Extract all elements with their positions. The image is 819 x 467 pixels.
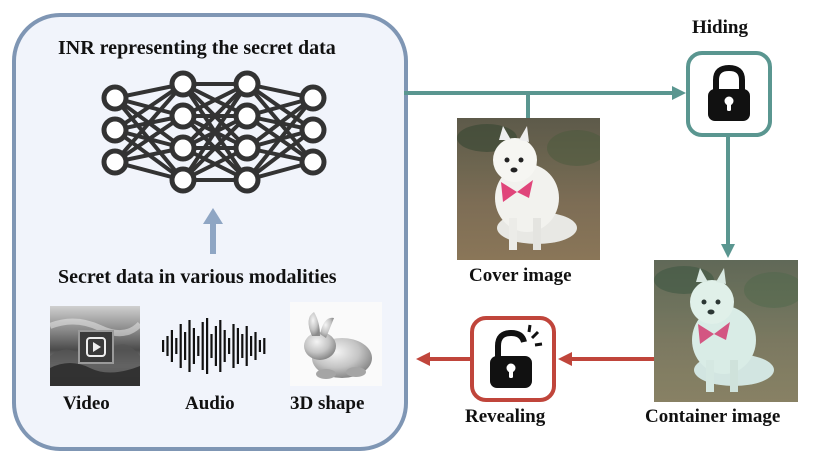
waveform-bar xyxy=(245,326,248,366)
cover-image xyxy=(457,118,600,260)
network-node xyxy=(101,148,129,176)
video-thumbnail xyxy=(50,306,140,386)
modalities-heading: Secret data in various modalities xyxy=(58,266,337,288)
waveform-icon xyxy=(162,318,266,374)
network-edge xyxy=(245,128,315,182)
waveform-bar xyxy=(241,334,244,358)
waveform-bar xyxy=(201,322,204,370)
network-node xyxy=(299,116,327,144)
waveform-bar xyxy=(162,340,165,352)
lock-open-icon xyxy=(490,324,543,388)
waveform-bar xyxy=(219,320,222,372)
waveform-bar xyxy=(192,328,195,364)
network-node xyxy=(299,84,327,112)
video-label: Video xyxy=(63,393,110,414)
network-node xyxy=(233,134,261,162)
audio-label: Audio xyxy=(185,393,235,414)
waveform-bar xyxy=(263,338,266,354)
container-image-label: Container image xyxy=(645,406,781,427)
waveform-bar xyxy=(188,320,191,372)
bunny-icon xyxy=(290,302,382,386)
network-edge xyxy=(113,114,185,164)
network-edge xyxy=(113,82,185,164)
waveform-bar xyxy=(179,324,182,368)
revealing-label: Revealing xyxy=(465,406,546,427)
waveform-bar xyxy=(210,334,213,358)
network-node xyxy=(101,84,129,112)
waveform-bar xyxy=(197,336,200,356)
waveform-bar xyxy=(184,332,187,360)
hiding-label: Hiding xyxy=(692,17,748,38)
waveform-bar xyxy=(236,328,239,364)
waveform-bar xyxy=(223,330,226,362)
network-edge xyxy=(245,96,315,182)
waveform-bar xyxy=(258,340,261,352)
revealing-box xyxy=(470,316,556,402)
waveform-bar xyxy=(228,338,231,354)
waveform-bar xyxy=(206,318,209,374)
waveform-bar xyxy=(170,330,173,362)
network-node xyxy=(169,166,197,194)
network-node xyxy=(299,148,327,176)
waveform-bar xyxy=(232,324,235,368)
waveform-bar xyxy=(254,332,257,360)
inr-title: INR representing the secret data xyxy=(58,37,336,59)
network-edge xyxy=(113,82,185,132)
network-edge xyxy=(245,96,315,150)
network-edge xyxy=(181,82,249,150)
network-edge xyxy=(181,82,249,182)
play-icon xyxy=(78,330,114,364)
network-node xyxy=(169,134,197,162)
network-node xyxy=(233,70,261,98)
hiding-box xyxy=(686,51,772,137)
waveform-bar xyxy=(250,336,253,356)
waveform-bar xyxy=(214,326,217,366)
lock-closed-icon xyxy=(708,64,750,121)
shape-label: 3D shape xyxy=(290,393,365,414)
network-edge xyxy=(181,114,249,182)
waveform-bar xyxy=(166,336,169,356)
network-node xyxy=(169,70,197,98)
waveform-bar xyxy=(175,338,178,354)
cover-image-label: Cover image xyxy=(469,265,572,286)
neural-network-icon xyxy=(101,70,327,194)
network-node xyxy=(169,102,197,130)
network-node xyxy=(101,116,129,144)
up-arrow xyxy=(203,208,223,254)
container-image xyxy=(654,260,798,402)
network-node xyxy=(233,102,261,130)
network-node xyxy=(233,166,261,194)
